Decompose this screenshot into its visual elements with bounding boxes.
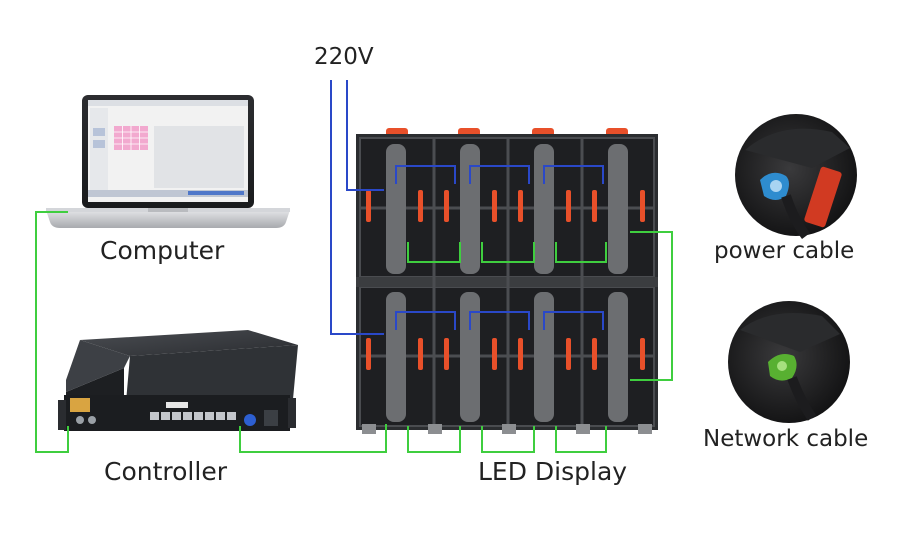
led-display-label: LED Display xyxy=(478,457,628,486)
network-cable-label: Network cable xyxy=(703,426,869,452)
video-controller-icon xyxy=(58,330,298,431)
power-wiring xyxy=(330,80,604,335)
led-cabinet-grid-icon xyxy=(356,128,658,434)
network-wiring xyxy=(35,211,673,453)
network-connector-icon xyxy=(728,301,850,423)
laptop-icon xyxy=(46,95,290,228)
computer-label: Computer xyxy=(100,236,225,265)
controller-label: Controller xyxy=(104,457,227,486)
power-cable-label: power cable xyxy=(714,238,855,264)
voltage-label: 220V xyxy=(314,44,374,70)
power-connector-icon xyxy=(735,114,857,239)
